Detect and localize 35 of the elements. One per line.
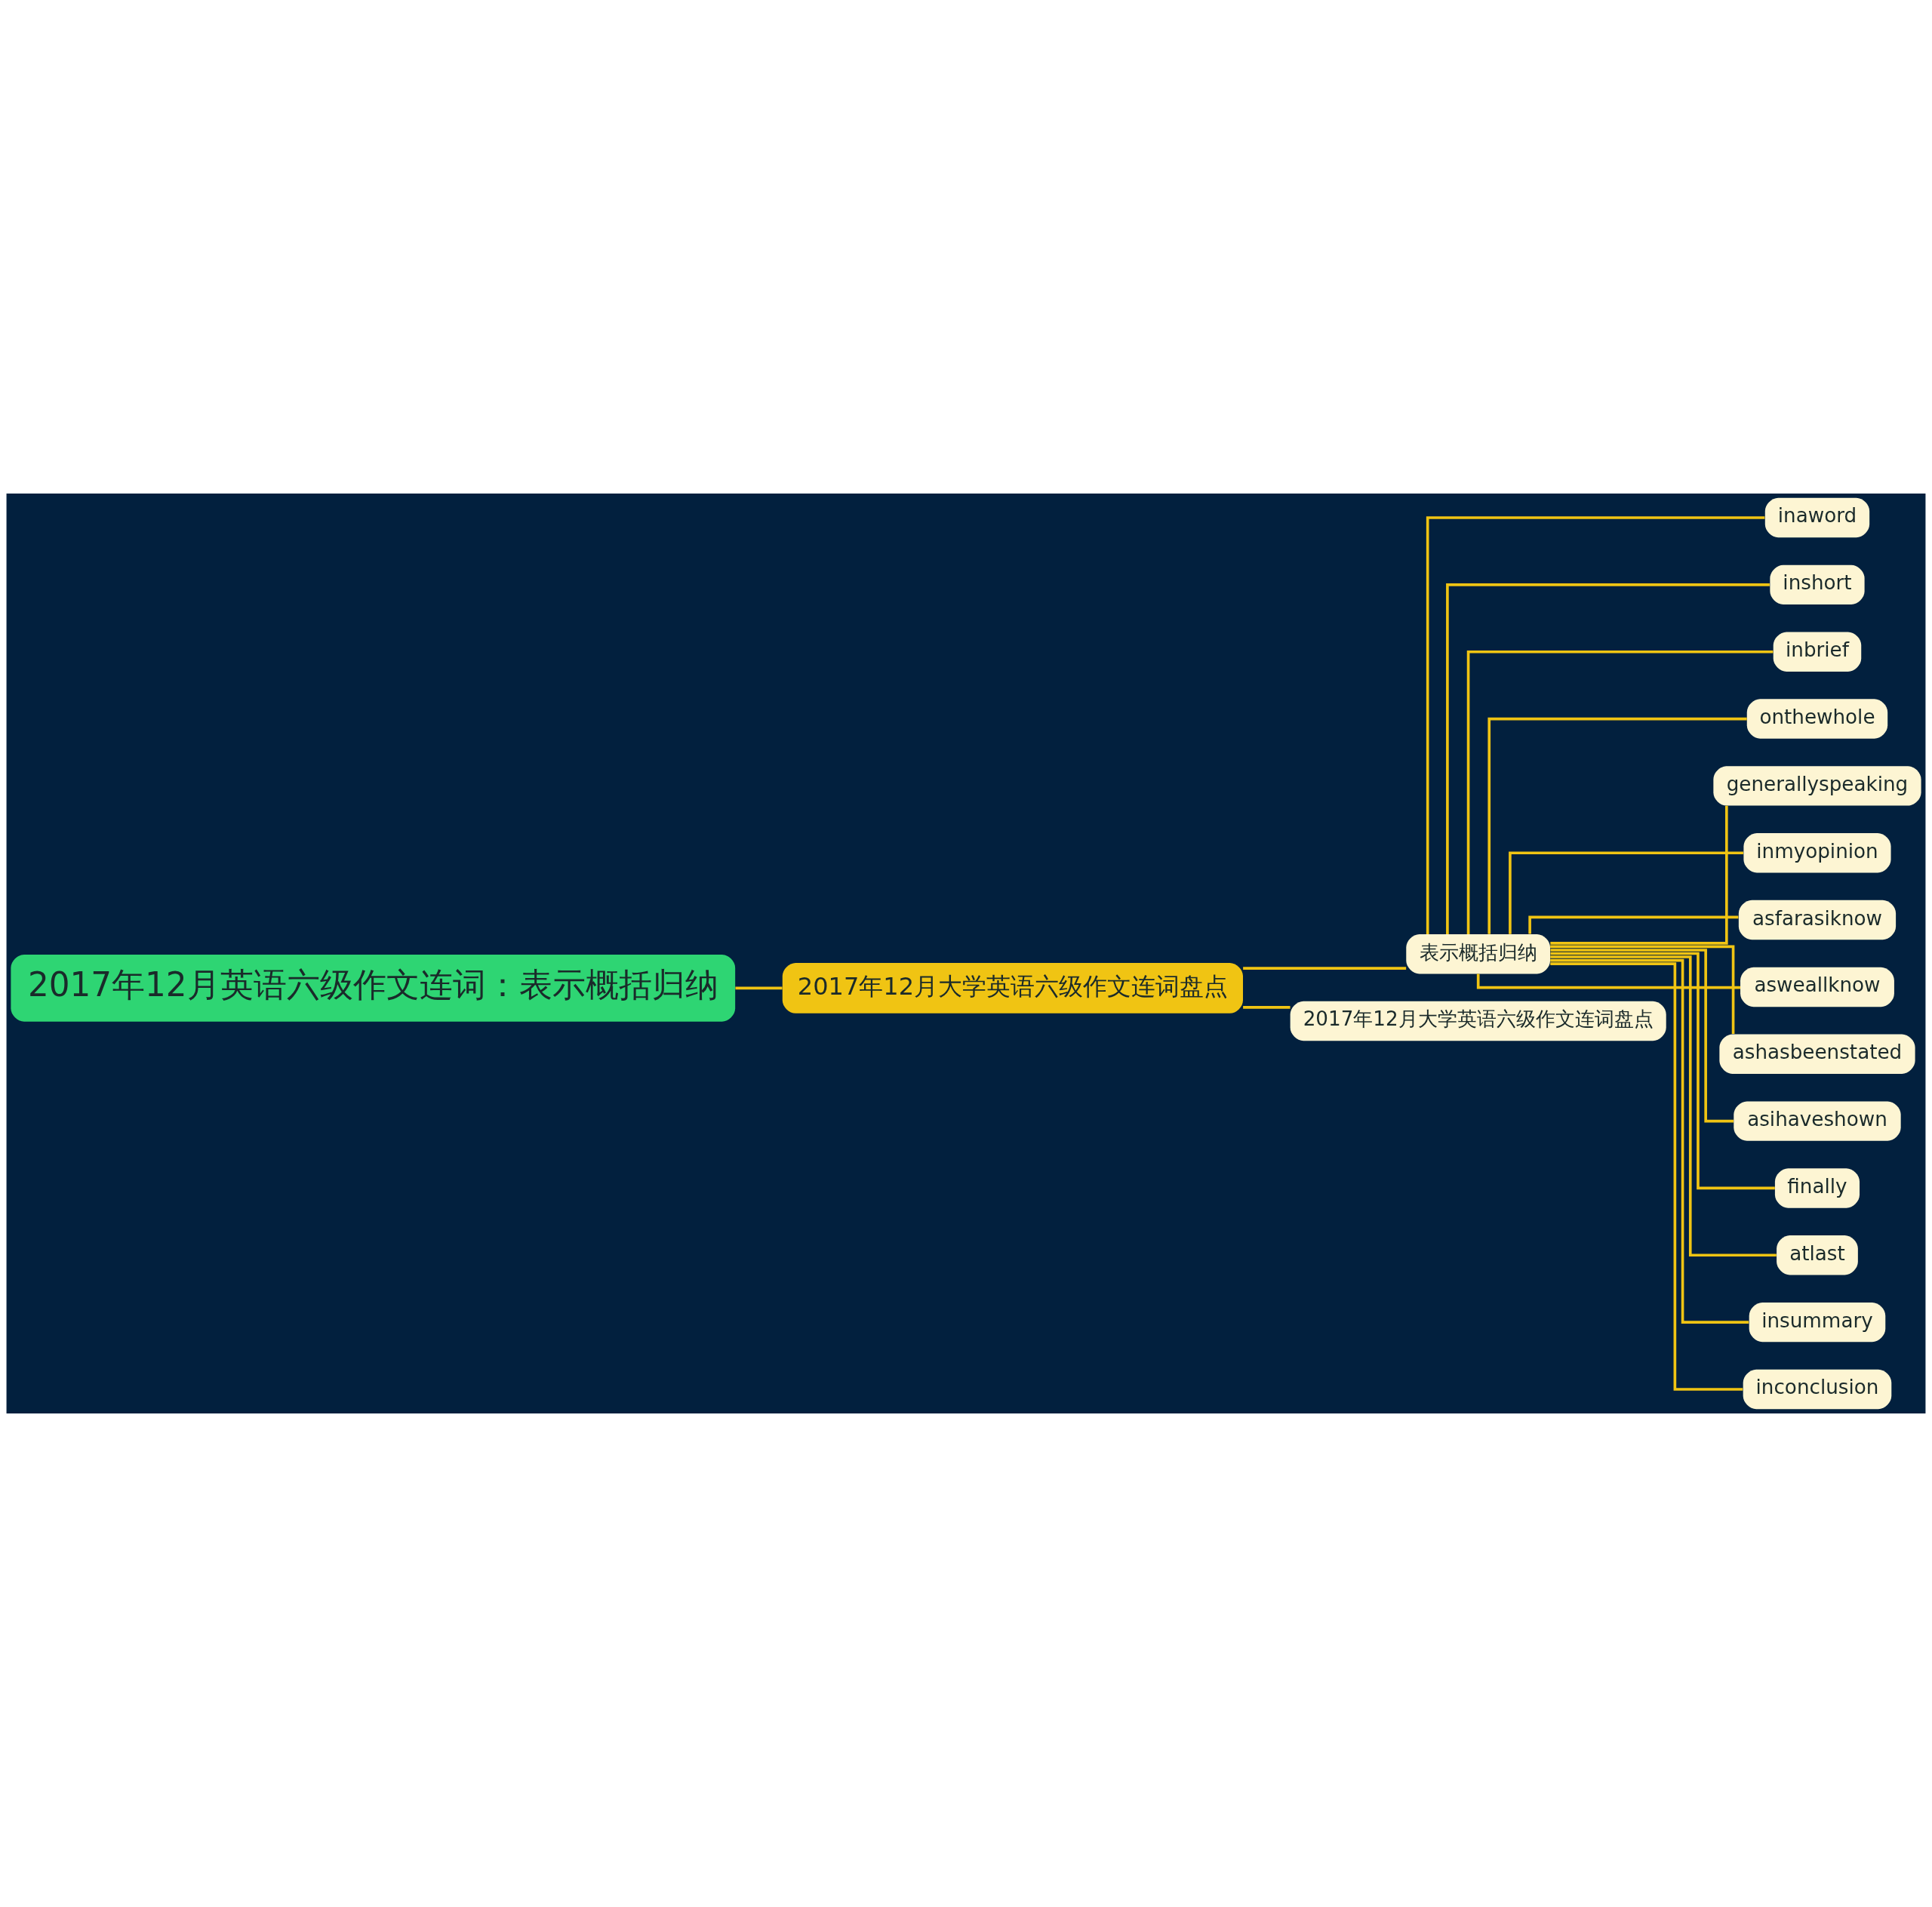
connector (735, 986, 783, 990)
connector (1550, 805, 1728, 945)
connector (1476, 973, 1741, 989)
connector (1509, 851, 1743, 934)
connector (1550, 958, 1749, 1324)
node-box: 表示概括归纳 (1406, 934, 1551, 974)
connector (1528, 915, 1739, 934)
connector (1446, 583, 1770, 934)
node-box: 2017年12月英语六级作文连词：表示概括归纳 (11, 954, 736, 1022)
connector (1550, 962, 1743, 1391)
node-box: asfarasiknow (1738, 900, 1897, 940)
node-box: generallyspeaking (1713, 766, 1921, 806)
connector (1550, 955, 1777, 1257)
connector (1550, 949, 1734, 1123)
node-box: finally (1774, 1168, 1860, 1208)
connector (1487, 717, 1747, 934)
node-box: ashasbeenstated (1719, 1034, 1915, 1074)
node-box: onthewhole (1746, 699, 1888, 739)
connector (1466, 650, 1774, 934)
node-box: inbrief (1773, 632, 1862, 672)
node-box: 2017年12月大学英语六级作文连词盘点 (1290, 1001, 1666, 1041)
connector (1243, 1006, 1291, 1009)
node-box: insummary (1749, 1302, 1886, 1343)
connector (1550, 952, 1775, 1190)
node-box: atlast (1777, 1235, 1858, 1275)
connector (1550, 945, 1735, 1034)
node-box: inconclusion (1743, 1369, 1892, 1410)
node-box: inaword (1764, 497, 1870, 538)
node-box: 2017年12月大学英语六级作文连词盘点 (782, 962, 1243, 1013)
connector (1426, 516, 1765, 934)
node-box: inshort (1770, 564, 1865, 605)
node-box: asihaveshown (1734, 1101, 1901, 1141)
connector (1243, 967, 1407, 970)
node-box: inmyopinion (1743, 833, 1891, 873)
node-box: asweallknow (1740, 967, 1894, 1007)
